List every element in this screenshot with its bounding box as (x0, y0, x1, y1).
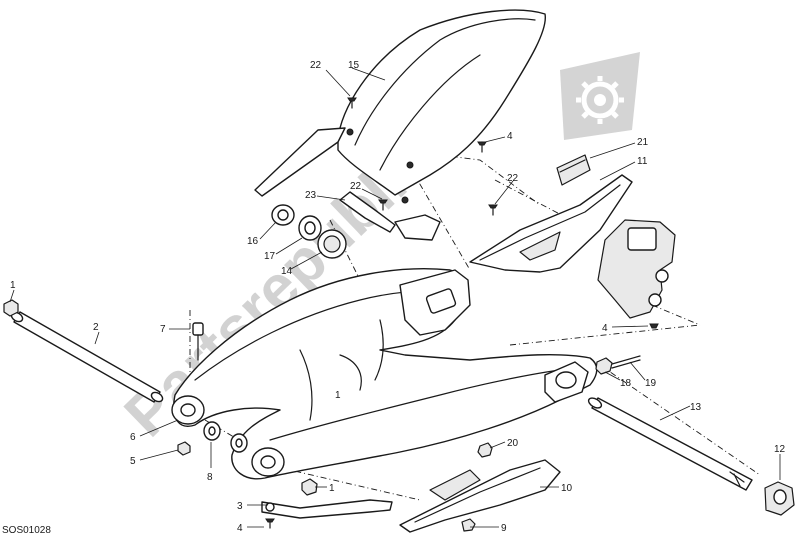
rear-mudguard (254, 9, 546, 204)
callout-21: 21 (637, 137, 649, 148)
callout-14: 14 (281, 266, 293, 277)
callout-4-caliper: 4 (602, 323, 608, 334)
callout-18: 18 (620, 378, 632, 389)
callout-11: 11 (637, 156, 648, 167)
screws (265, 97, 659, 529)
swingarm-pivot-shaft (10, 311, 164, 403)
callout-23: 23 (305, 190, 317, 201)
callout-22-middle: 22 (350, 181, 362, 192)
washers (203, 421, 248, 453)
callout-12: 12 (774, 444, 786, 455)
svg-text:1: 1 (335, 390, 341, 401)
bolt-7 (192, 322, 204, 361)
chain-slider (399, 459, 561, 533)
callout-15: 15 (348, 60, 360, 71)
callout-22-top: 22 (310, 60, 322, 71)
chain-guard (469, 174, 633, 273)
caliper-bracket (597, 219, 676, 319)
nut-left (3, 299, 19, 317)
callout-22-right: 22 (507, 173, 519, 184)
chain-guard-cover (556, 154, 591, 186)
watermark-gear-icon (560, 52, 640, 140)
callout-4-upper: 4 (507, 131, 513, 142)
callout-20: 20 (507, 438, 519, 449)
bearings (271, 204, 347, 259)
callout-1: 1 (10, 280, 16, 291)
callout-4-lower: 4 (237, 523, 243, 534)
lower-link (261, 499, 393, 519)
bracket (339, 191, 441, 241)
callouts: 1 2 7 6 5 8 3 4 1 9 10 20 13 12 18 19 4 … (10, 60, 786, 534)
assembly-lines (189, 149, 761, 501)
callout-16: 16 (247, 236, 259, 247)
callout-17: 17 (264, 251, 276, 262)
nut-lower (301, 478, 318, 496)
nut-5 (177, 441, 191, 456)
callout-7: 7 (160, 324, 166, 335)
swingarm: 1 (171, 268, 598, 480)
callout-9: 9 (501, 523, 507, 534)
callout-1-lower: 1 (329, 483, 335, 494)
rear-wheel-axle (587, 397, 753, 491)
callout-13: 13 (690, 402, 702, 413)
spacer-bolt (595, 355, 641, 375)
callout-8: 8 (207, 472, 213, 483)
callout-3: 3 (237, 501, 243, 512)
bush-20 (477, 442, 493, 458)
axle-nut (764, 481, 795, 516)
leader-lines (9, 67, 781, 528)
callout-6: 6 (130, 432, 136, 443)
callout-5: 5 (130, 456, 136, 467)
callout-10: 10 (561, 483, 573, 494)
bolt-9 (461, 518, 476, 532)
callout-19: 19 (645, 378, 657, 389)
callout-2: 2 (93, 322, 99, 333)
drawing-code: SOS01028 (2, 525, 51, 536)
